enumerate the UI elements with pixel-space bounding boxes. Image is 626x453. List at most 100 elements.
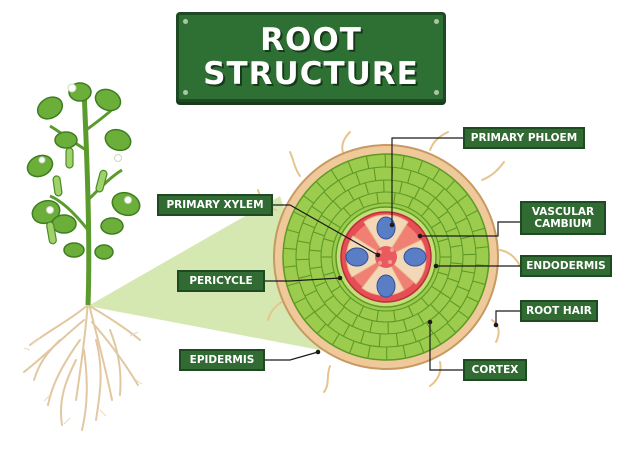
cortex-cell-wall [286,228,300,234]
cortex-cell-wall [304,289,317,297]
label-endodermis: ENDODERMIS [520,255,612,277]
cortex-cell-wall [466,296,479,303]
cortex-cell-wall [411,329,417,342]
cortex-cell-wall [438,210,449,219]
cortex-cell-wall [407,170,412,184]
cortex-cell-wall [297,240,311,244]
cortex-cell-wall [378,333,381,347]
cortex-cell-wall [358,197,365,209]
cortex-cell-wall [407,197,414,209]
label-vascular-cambium-line2: CAMBIUM [534,218,592,230]
plant-roots [23,299,141,431]
cortex-cell-wall [347,161,354,174]
cortex-cell-wall [358,305,365,317]
cortex-cell-wall [431,285,441,293]
cortex-cell-wall [417,313,425,325]
cortex-cell-wall [449,299,461,309]
label-epidermis: EPIDERMIS [179,349,265,371]
cortex-cell-wall [395,333,399,347]
cortex-cell-wall [417,160,424,174]
cortex-cell-wall [446,322,457,333]
cortex-cell-wall [313,231,325,237]
cortex-cell-wall [315,181,326,192]
cortex-cell-wall [331,221,341,229]
cortex-cell-wall [336,306,345,317]
cortex-cell-wall [373,167,377,181]
cortex-cell-wall [355,172,361,185]
cortex-cell-wall [422,177,430,190]
cortex-cell-wall [430,303,440,314]
cortex-cell-wall [401,155,405,169]
cortex-cell-wall [331,285,341,293]
screw-icon [434,19,439,24]
screw-icon [183,19,188,24]
cortex-cell-wall [286,281,300,287]
cortex-cell-wall [360,330,365,344]
root-cross-section [273,144,499,370]
cortex-cell-wall [457,310,469,319]
cortex-cell-wall [455,217,468,225]
cortex-cell-wall [457,193,469,203]
cortex-cell-wall [438,312,449,323]
cortex-cell-wall [445,226,458,233]
cortex-cell-wall [293,211,306,218]
cortex-cell-wall [420,207,429,217]
cortex-cell-wall [413,187,421,199]
cortex-cell-wall [472,280,486,286]
cortex-cell-wall [457,285,470,292]
cortex-cell-wall [351,315,359,327]
cortex-cell-wall [323,271,335,276]
cortex-cell-wall [407,305,414,317]
cortex-cell-wall [321,214,332,223]
cortex-cell-wall [323,191,334,202]
cortex-cell-wall [323,238,335,243]
cortex-cell-wall [431,221,441,229]
cortex-cell-wall [364,182,370,195]
cortex-cell-wall [298,274,312,279]
cortex-cell-wall [348,340,355,354]
cortex-cell-wall [445,180,456,191]
cortex-cell-wall [314,281,327,288]
cortex-cell-wall [338,180,347,192]
title-line-1: ROOT [260,22,362,58]
cortex-cell-wall [450,262,463,265]
cortex-cell-wall [309,266,322,270]
cortex-cell-wall [342,324,350,337]
xylem-arms [345,216,427,298]
cortex-cell-wall [332,200,342,211]
cortex-cell-wall [466,209,479,217]
cortex-cell-wall [433,332,442,345]
cortex-cell-wall [303,311,315,321]
cortex-cell-wall [293,297,306,305]
cortex-cell-wall [343,207,352,217]
label-vascular-cambium: VASCULAR CAMBIUM [520,201,606,235]
cortex-cell-wall [446,201,458,211]
cortex-cell-wall [376,192,379,204]
cortex-cell-wall [399,181,403,194]
cortex-cell-wall [420,297,429,307]
cortex-cell-wall [367,345,371,359]
cortex-cell-wall [432,168,441,181]
cortex-cell-wall [283,247,297,250]
cortex-cell-wall [369,320,373,333]
cortex-cell-wall [309,249,322,252]
label-primary-xylem: PRIMARY XYLEM [157,194,273,216]
cortex-cell-wall [435,188,445,199]
cortex-cell-wall [472,227,486,233]
screw-icon [183,90,188,95]
cortex-cell-wall [402,345,407,359]
screw-icon [434,90,439,95]
cortex-cell-wall [461,270,475,274]
cortex-cell-wall [323,295,334,304]
cortex-cell-wall [343,297,352,307]
plant-illustration [23,82,143,431]
cortex-cell-wall [365,155,370,169]
cortex-cell-wall [427,197,436,208]
cortex-cell-wall [393,310,396,322]
cortex-cell-wall [331,333,340,346]
label-primary-phloem: PRIMARY PHLOEM [463,127,585,149]
cortex-cell-wall [327,315,337,326]
cortex-cell-wall [440,291,451,300]
label-vascular-cambium-line1: VASCULAR [531,206,595,218]
